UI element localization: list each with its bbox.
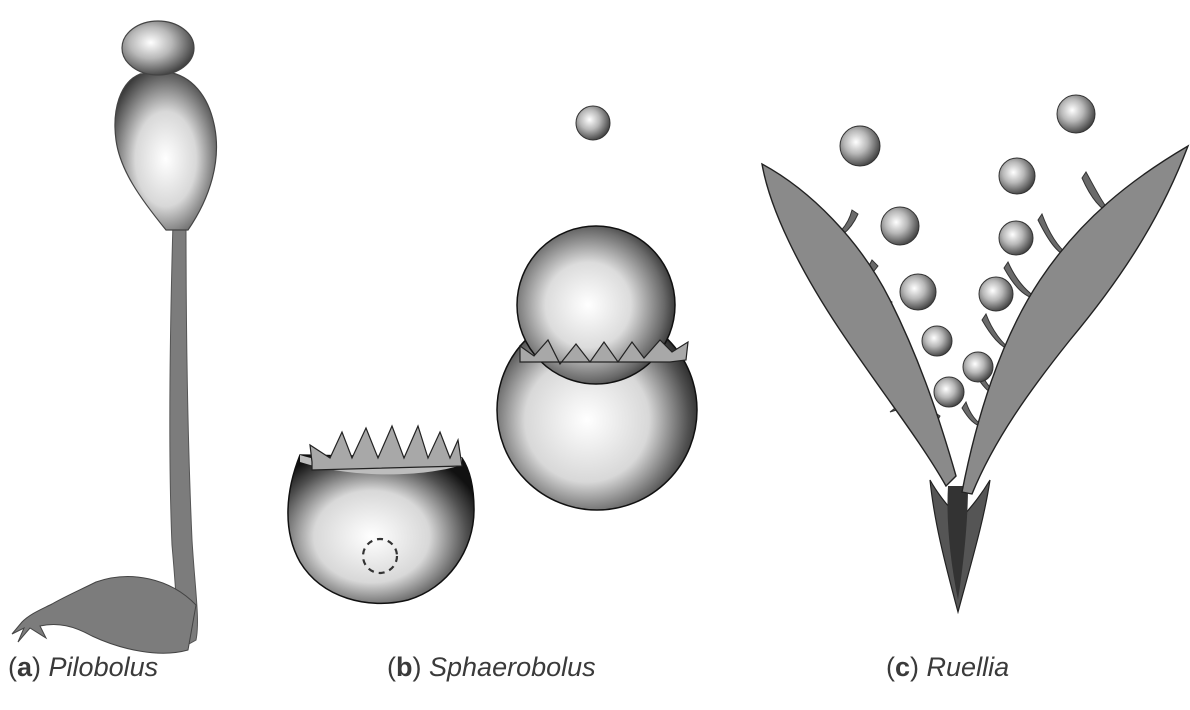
- sphaerobolus-figure: [288, 106, 697, 603]
- caption-open-paren: (: [8, 652, 17, 682]
- sphaerobolus-open-cup: [288, 426, 474, 603]
- ruellia-seed: [963, 352, 993, 382]
- caption-letter: c: [895, 652, 910, 682]
- ruellia-seed: [1057, 95, 1095, 133]
- caption-letter: b: [396, 652, 413, 682]
- sphaerobolus-cup-teeth: [310, 426, 462, 470]
- caption-close-paren: ): [32, 652, 41, 682]
- ruellia-seed: [900, 274, 936, 310]
- ruellia-right-valve: [962, 146, 1188, 494]
- caption-c: (c) Ruellia: [886, 652, 1009, 683]
- pilobolus-figure: [12, 21, 216, 653]
- caption-b: (b) Sphaerobolus: [387, 652, 596, 683]
- ruellia-seed: [934, 377, 964, 407]
- ruellia-seed: [979, 277, 1013, 311]
- caption-close-paren: ): [910, 652, 919, 682]
- caption-name: Pilobolus: [49, 652, 159, 682]
- caption-letter: a: [17, 652, 32, 682]
- ruellia-seed: [999, 221, 1033, 255]
- caption-a: (a) Pilobolus: [8, 652, 158, 683]
- ruellia-figure: [762, 95, 1188, 612]
- ruellia-seed: [840, 126, 880, 166]
- sphaerobolus-cup-body: [288, 455, 474, 603]
- caption-name: Sphaerobolus: [429, 652, 596, 682]
- caption-open-paren: (: [886, 652, 895, 682]
- sphaerobolus-torn-rim: [520, 340, 688, 364]
- ruellia-left-valve: [762, 164, 956, 486]
- caption-name: Ruellia: [927, 652, 1010, 682]
- ruellia-seed: [881, 207, 919, 245]
- sphaerobolus-ejected-peridiole: [576, 106, 610, 140]
- pilobolus-subsporangial-vesicle: [115, 72, 216, 230]
- caption-close-paren: ): [413, 652, 422, 682]
- pilobolus-stalk: [170, 222, 198, 650]
- sphaerobolus-everting-cup: [497, 106, 697, 510]
- caption-open-paren: (: [387, 652, 396, 682]
- pilobolus-base: [12, 577, 196, 654]
- pilobolus-sporangium: [122, 21, 194, 75]
- ruellia-seed: [922, 326, 952, 356]
- ruellia-seed: [999, 158, 1035, 194]
